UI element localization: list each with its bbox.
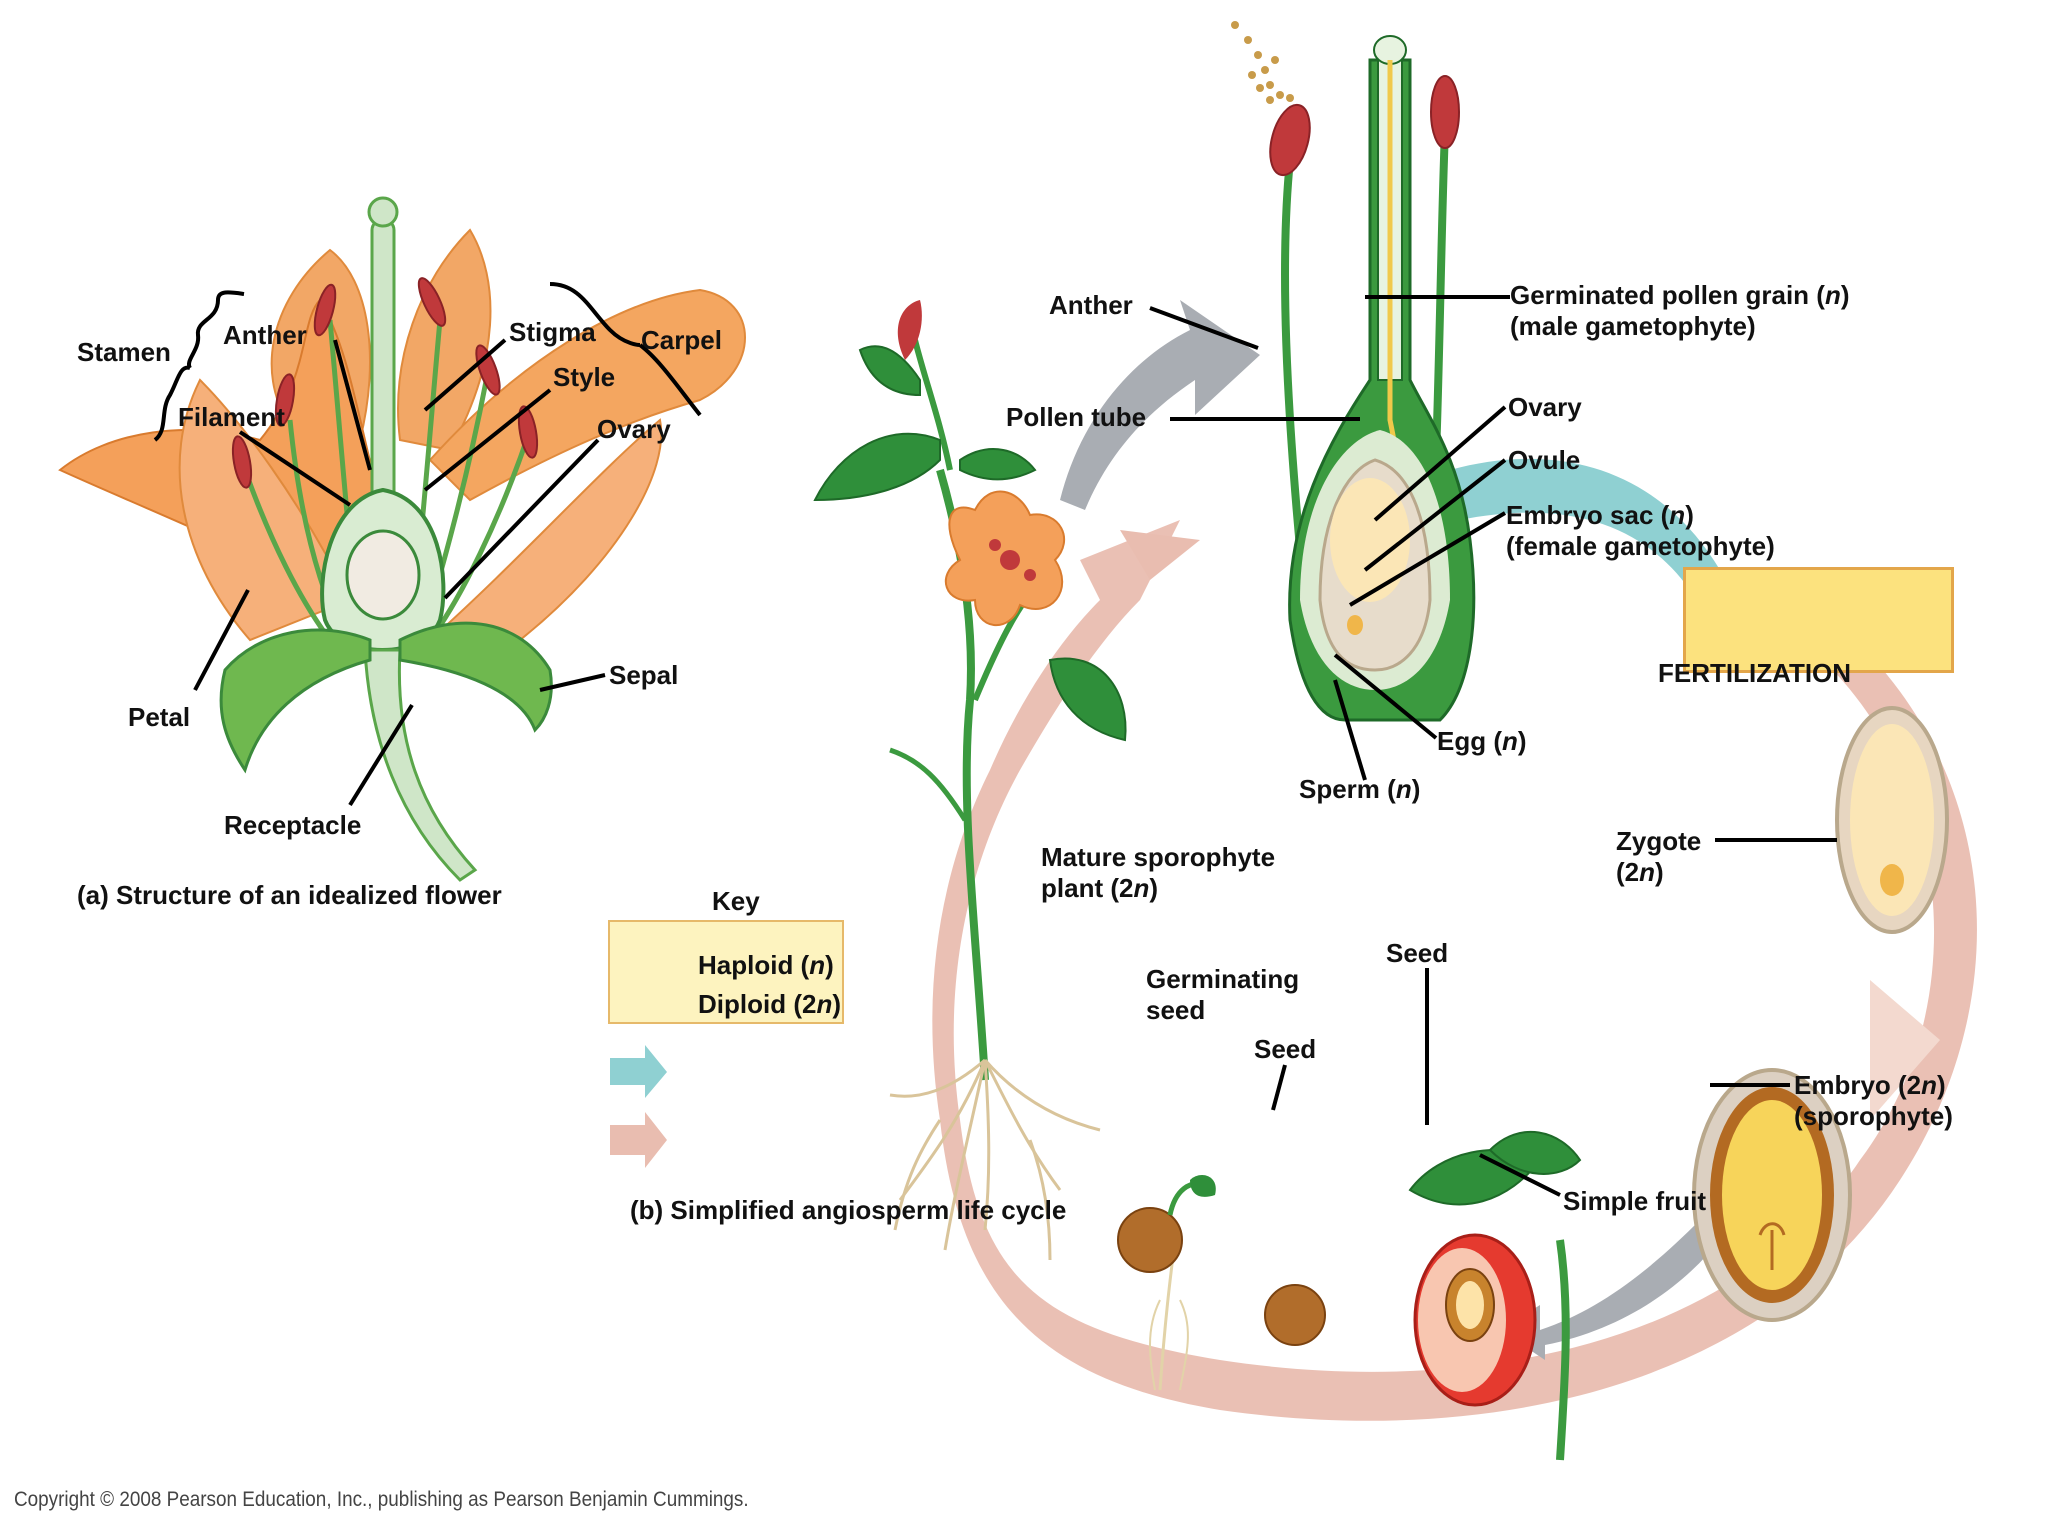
flower-ovule [345,529,421,621]
seed-ball [1264,1284,1326,1346]
label-zygote: Zygote (2n) [1616,826,1702,887]
petal-back-right [428,288,746,502]
petal-front-right [427,418,663,641]
pollination-arrow [1060,300,1260,510]
label-germinated-pollen: Germinated pollen grain (n) (male gameto… [1510,280,1850,341]
label-receptacle: Receptacle [224,810,362,840]
copyright-text: Copyright © 2008 Pearson Education, Inc.… [14,1488,749,1511]
label-style: Style [553,362,616,392]
label-ovule: Ovule [1508,445,1581,475]
label-mature-sporophyte: Mature sporophyte plant (2n) [1041,842,1276,903]
zygote-ovule [1835,706,1949,934]
caption-panel-a: (a) Structure of an idealized flower [77,880,502,910]
label-seed-upper: Seed [1386,938,1449,968]
key-diploid-arrow [610,1112,667,1168]
petal-back-mid [397,228,492,452]
label-stamen: Stamen [77,337,171,367]
label-anther: Anther [223,320,307,350]
label-anther-b: Anther [1049,290,1133,320]
label-petal: Petal [128,702,191,732]
label-sperm: Sperm (n) [1299,774,1421,804]
sepal-left [219,628,372,774]
germinating-seed [1117,1175,1216,1391]
label-egg: Egg (n) [1437,726,1527,756]
label-seed-lower: Seed [1254,1034,1317,1064]
idealized-flower [58,196,746,882]
panel-b-leader-lines [1149,295,1837,1197]
label-ovary-b: Ovary [1508,392,1582,422]
flower-stem [363,648,478,882]
key-haploid-label: Haploid (n) [698,950,834,980]
key-haploid-arrow [610,1045,667,1098]
caption-panel-b: (b) Simplified angiosperm life cycle [630,1195,1067,1225]
label-fertilization: FERTILIZATION [1658,658,1852,688]
label-stigma: Stigma [509,317,596,347]
embryo-seed [1692,1068,1852,1322]
label-germinating-seed: Germinating seed [1146,964,1300,1025]
fertilization-box [1683,567,1954,673]
label-carpel: Carpel [641,325,722,355]
seed-arrow [1500,1220,1720,1360]
sepal-right [398,621,553,733]
key-title: Key [712,886,760,916]
haploid-arrow [1450,458,1720,590]
label-embryo: Embryo (2n) (sporophyte) [1794,1070,1953,1131]
key-box [608,920,844,1024]
diploid-cycle-arrow [932,520,1977,1421]
panel-a-leader-lines [153,282,702,807]
label-filament: Filament [178,402,285,432]
pistil-detail [1231,21,1476,722]
flower-style [370,218,396,512]
mature-sporophyte-plant [813,300,1127,1261]
label-pollen-tube: Pollen tube [1006,402,1147,432]
key-diploid-label: Diploid (2n) [698,989,841,1019]
flower-stigma [367,196,399,228]
label-sepal: Sepal [609,660,679,690]
simple-fruit [1408,1131,1582,1461]
label-embryo-sac: Embryo sac (n) (female gametophyte) [1506,500,1775,561]
label-ovary-a: Ovary [597,414,671,444]
label-simple-fruit: Simple fruit [1563,1186,1707,1216]
